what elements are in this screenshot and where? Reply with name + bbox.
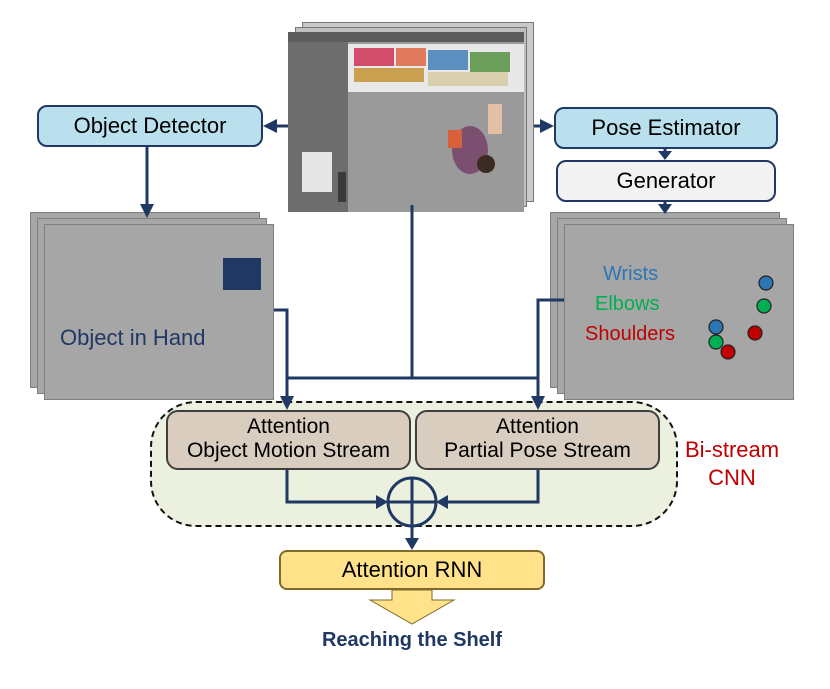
- output-label: Reaching the Shelf: [321, 629, 503, 651]
- cnn-label-line1: Bi-stream: [684, 437, 780, 462]
- object-motion-stream-box: Attention Object Motion Stream: [166, 410, 411, 470]
- pose-stream-line2: Partial Pose Stream: [444, 439, 631, 462]
- shoulder-dot: [720, 344, 736, 360]
- elbow-dot: [708, 334, 724, 350]
- cnn-label-line2: CNN: [708, 465, 756, 490]
- output-arrow: [368, 589, 456, 625]
- shoulder-dot: [747, 325, 763, 341]
- object-stream-to-sum-line: [285, 470, 379, 504]
- legend-elbows: Elbows: [595, 293, 660, 315]
- pose-keypoints-panel: Wrists Elbows Shoulders: [564, 224, 794, 400]
- generator-box: Generator: [556, 160, 776, 202]
- legend-wrists: Wrists: [603, 263, 659, 285]
- camera-frame-stack: [288, 22, 536, 212]
- attention-rnn-box: Attention RNN: [279, 550, 545, 590]
- object-in-hand-panel: Object in Hand: [44, 224, 274, 400]
- object-detector-box: Object Detector: [37, 105, 263, 147]
- legend-shoulders: Shoulders: [585, 323, 676, 345]
- arrowhead-to-generator: [658, 151, 672, 160]
- arrowhead-left-to-sum: [376, 495, 388, 509]
- pose-panel-to-stream-line: [536, 298, 564, 398]
- bi-stream-cnn-label: Bi-stream CNN: [682, 436, 782, 492]
- object-stream-line2: Object Motion Stream: [186, 439, 391, 462]
- arrowhead-to-object-stream: [280, 396, 294, 410]
- elbow-dot: [756, 298, 772, 314]
- partial-pose-stream-box: Attention Partial Pose Stream: [415, 410, 660, 470]
- arrowhead-to-rnn: [405, 538, 419, 550]
- store-camera-image: [288, 32, 524, 212]
- object-stream-line1: Attention: [247, 415, 330, 438]
- object-in-hand-label: Object in Hand: [60, 325, 206, 350]
- pose-keypoints: [708, 275, 774, 360]
- arrowhead-to-pose-frames: [658, 204, 672, 214]
- object-panel-to-stream-line: [274, 308, 289, 398]
- wrist-dot: [758, 275, 774, 291]
- arrowhead-to-pose: [540, 119, 554, 133]
- arrowhead-right-to-sum: [436, 495, 448, 509]
- object-in-hand-marker: [223, 258, 261, 290]
- wrist-dot: [708, 319, 724, 335]
- pose-estimator-box: Pose Estimator: [554, 107, 778, 149]
- arrowhead-to-detector: [263, 119, 277, 133]
- arrowhead-to-object-frames: [140, 204, 154, 218]
- pose-stream-to-sum-line: [445, 470, 540, 504]
- pose-stream-line1: Attention: [496, 415, 579, 438]
- arrowhead-to-pose-stream: [531, 396, 545, 410]
